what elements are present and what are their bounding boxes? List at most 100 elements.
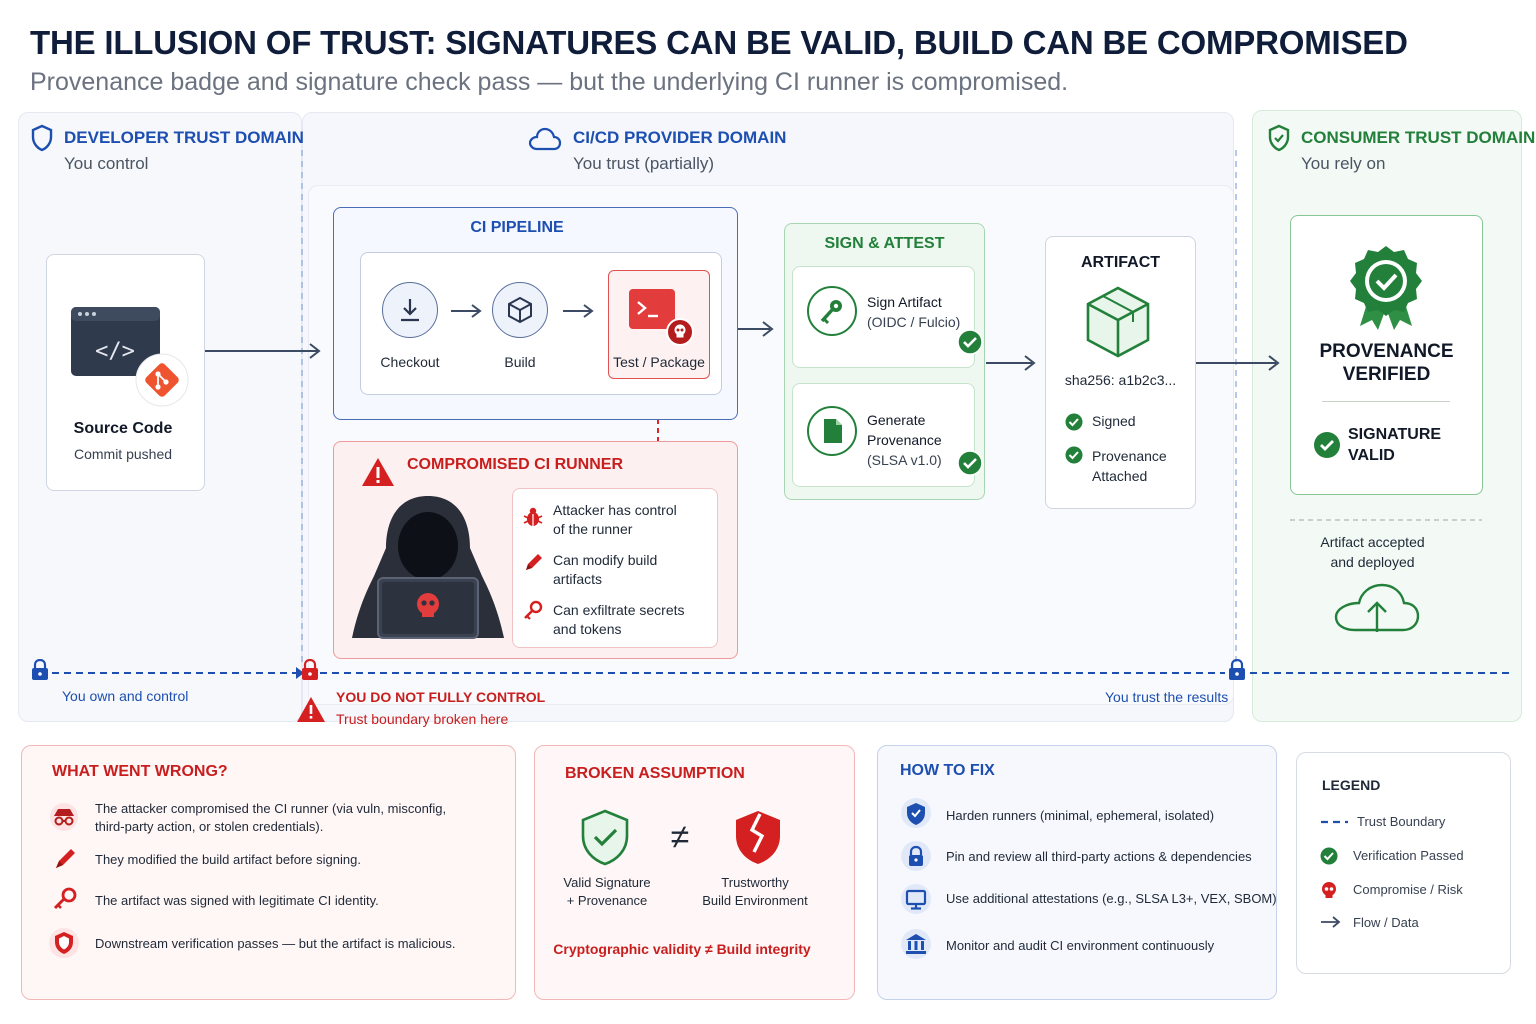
pencil-icon (526, 554, 542, 570)
developer-domain-title: DEVELOPER TRUST DOMAIN (64, 128, 304, 147)
checkout-label: Checkout (380, 354, 440, 370)
verified-divider (1322, 401, 1450, 402)
broken-assumption-panel (534, 745, 855, 1000)
consumer-domain-subtitle: You rely on (1301, 154, 1386, 173)
lock-icon (32, 659, 48, 680)
cloud-upload-icon (1334, 583, 1420, 632)
not-control-label: YOU DO NOT FULLY CONTROL (336, 689, 546, 705)
key-icon (807, 286, 857, 336)
check-circle-icon (1065, 413, 1083, 431)
checkout-step (382, 282, 438, 338)
lock-icon (302, 659, 318, 680)
compromised-runner-title: COMPROMISED CI RUNNER (407, 456, 624, 473)
legend-title: LEGEND (1322, 777, 1381, 793)
runner-item-control: Attacker has control of the runner (553, 502, 677, 537)
valid-signature-label: Valid Signature + Provenance (563, 875, 651, 908)
page-subtitle: Provenance badge and signature check pas… (30, 68, 1069, 96)
lock-icon (1229, 659, 1245, 680)
download-icon (401, 299, 419, 322)
shield-icon (901, 798, 931, 828)
cicd-domain-subtitle: You trust (partially) (573, 154, 715, 173)
wrong-item-3: The artifact was signed with legitimate … (95, 893, 379, 908)
arrow-right-icon (563, 304, 594, 318)
cube-icon (508, 296, 532, 324)
provenance-verified-label: PROVENANCE VERIFIED (1319, 341, 1454, 385)
key-icon (524, 600, 543, 620)
check-circle-icon (1320, 847, 1338, 865)
cloud-icon (528, 127, 562, 151)
signature-valid-label: SIGNATURE VALID (1348, 426, 1442, 464)
pencil-icon (56, 849, 75, 868)
build-label: Build (504, 354, 536, 370)
how-to-fix-title: HOW TO FIX (900, 762, 995, 779)
institution-icon (901, 929, 931, 959)
verified-badge-icon (1350, 246, 1422, 330)
warning-icon (362, 458, 394, 486)
page-title: THE ILLUSION OF TRUST: SIGNATURES CAN BE… (30, 24, 1408, 61)
what-went-wrong-panel (21, 745, 516, 1000)
svg-text:</>: </> (95, 339, 135, 364)
code-window-icon: </> (71, 307, 189, 407)
wrong-item-4: Downstream verification passes — but the… (95, 936, 456, 951)
consumer-domain-title: CONSUMER TRUST DOMAIN (1301, 128, 1536, 147)
shield-alert-icon (49, 928, 79, 958)
bug-icon (523, 507, 543, 526)
broken-shield-icon (736, 811, 780, 864)
artifact-card (1045, 236, 1196, 509)
sign-attest-title: SIGN & ATTEST (824, 235, 945, 252)
wrong-item-1: The attacker compromised the CI runner (… (95, 801, 447, 834)
package-icon (1086, 286, 1150, 358)
not-equal-sign: ≠ (670, 818, 690, 856)
legend-verification-passed: Verification Passed (1353, 848, 1464, 863)
document-icon (807, 406, 857, 456)
lock-icon (901, 841, 931, 871)
check-circle-icon (957, 329, 983, 355)
test-package-label: Test / Package (613, 354, 705, 370)
artifact-hash: sha256: a1b2c3... (1064, 372, 1177, 388)
ci-pipeline-title: CI PIPELINE (470, 219, 564, 236)
arrow-right-icon (451, 304, 482, 318)
own-control-label: You own and control (62, 688, 189, 704)
build-step (492, 282, 548, 338)
how-to-fix-panel (877, 745, 1277, 1000)
artifact-provenance-attached: Provenance Attached (1092, 448, 1167, 484)
broken-assumption-conclusion: Cryptographic validity ≠ Build integrity (553, 941, 811, 957)
fix-item-3: Use additional attestations (e.g., SLSA … (946, 891, 1277, 906)
terminal-icon (629, 289, 694, 346)
arrow-right-icon (1321, 916, 1341, 928)
hacker-icon (352, 496, 504, 639)
artifact-title: ARTIFACT (1080, 254, 1161, 271)
what-went-wrong-title: WHAT WENT WRONG? (52, 763, 228, 780)
legend-flow-data: Flow / Data (1353, 915, 1419, 930)
boundary-broken-label: Trust boundary broken here (336, 711, 509, 727)
legend-trust-boundary-swatch (1321, 820, 1348, 824)
shield-check-icon (581, 809, 629, 866)
source-code-title: Source Code (73, 420, 173, 437)
artifact-accepted-label: Artifact accepted and deployed (1320, 534, 1425, 570)
warning-icon (297, 697, 325, 722)
check-circle-icon (957, 450, 983, 476)
fix-item-2: Pin and review all third-party actions &… (946, 849, 1252, 864)
trustworthy-build-label: Trustworthy Build Environment (702, 875, 808, 908)
generate-provenance-label: Generate Provenance (SLSA v1.0) (867, 412, 942, 468)
fix-item-1: Harden runners (minimal, ephemeral, isol… (946, 808, 1215, 823)
monitor-icon (901, 884, 931, 914)
fix-item-4: Monitor and audit CI environment continu… (946, 938, 1215, 953)
runner-item-exfiltrate: Can exfiltrate secrets and tokens (553, 602, 685, 637)
developer-domain-subtitle: You control (64, 154, 149, 173)
legend-compromise-risk: Compromise / Risk (1353, 882, 1463, 897)
source-code-subtitle: Commit pushed (73, 446, 173, 462)
runner-item-modify: Can modify build artifacts (553, 552, 658, 587)
sign-artifact-label: Sign Artifact (OIDC / Fulcio) (867, 294, 961, 330)
check-circle-icon (1065, 446, 1083, 464)
wrong-item-2: They modified the build artifact before … (95, 852, 361, 867)
broken-assumption-title: BROKEN ASSUMPTION (565, 765, 745, 782)
key-icon (53, 887, 77, 910)
shield-check-icon (1268, 124, 1290, 152)
cicd-domain-title: CI/CD PROVIDER DOMAIN (573, 128, 787, 147)
legend-trust-boundary: Trust Boundary (1357, 814, 1446, 829)
shield-icon (31, 124, 53, 152)
trust-results-label: You trust the results (1105, 689, 1229, 705)
check-circle-icon (1314, 432, 1340, 458)
